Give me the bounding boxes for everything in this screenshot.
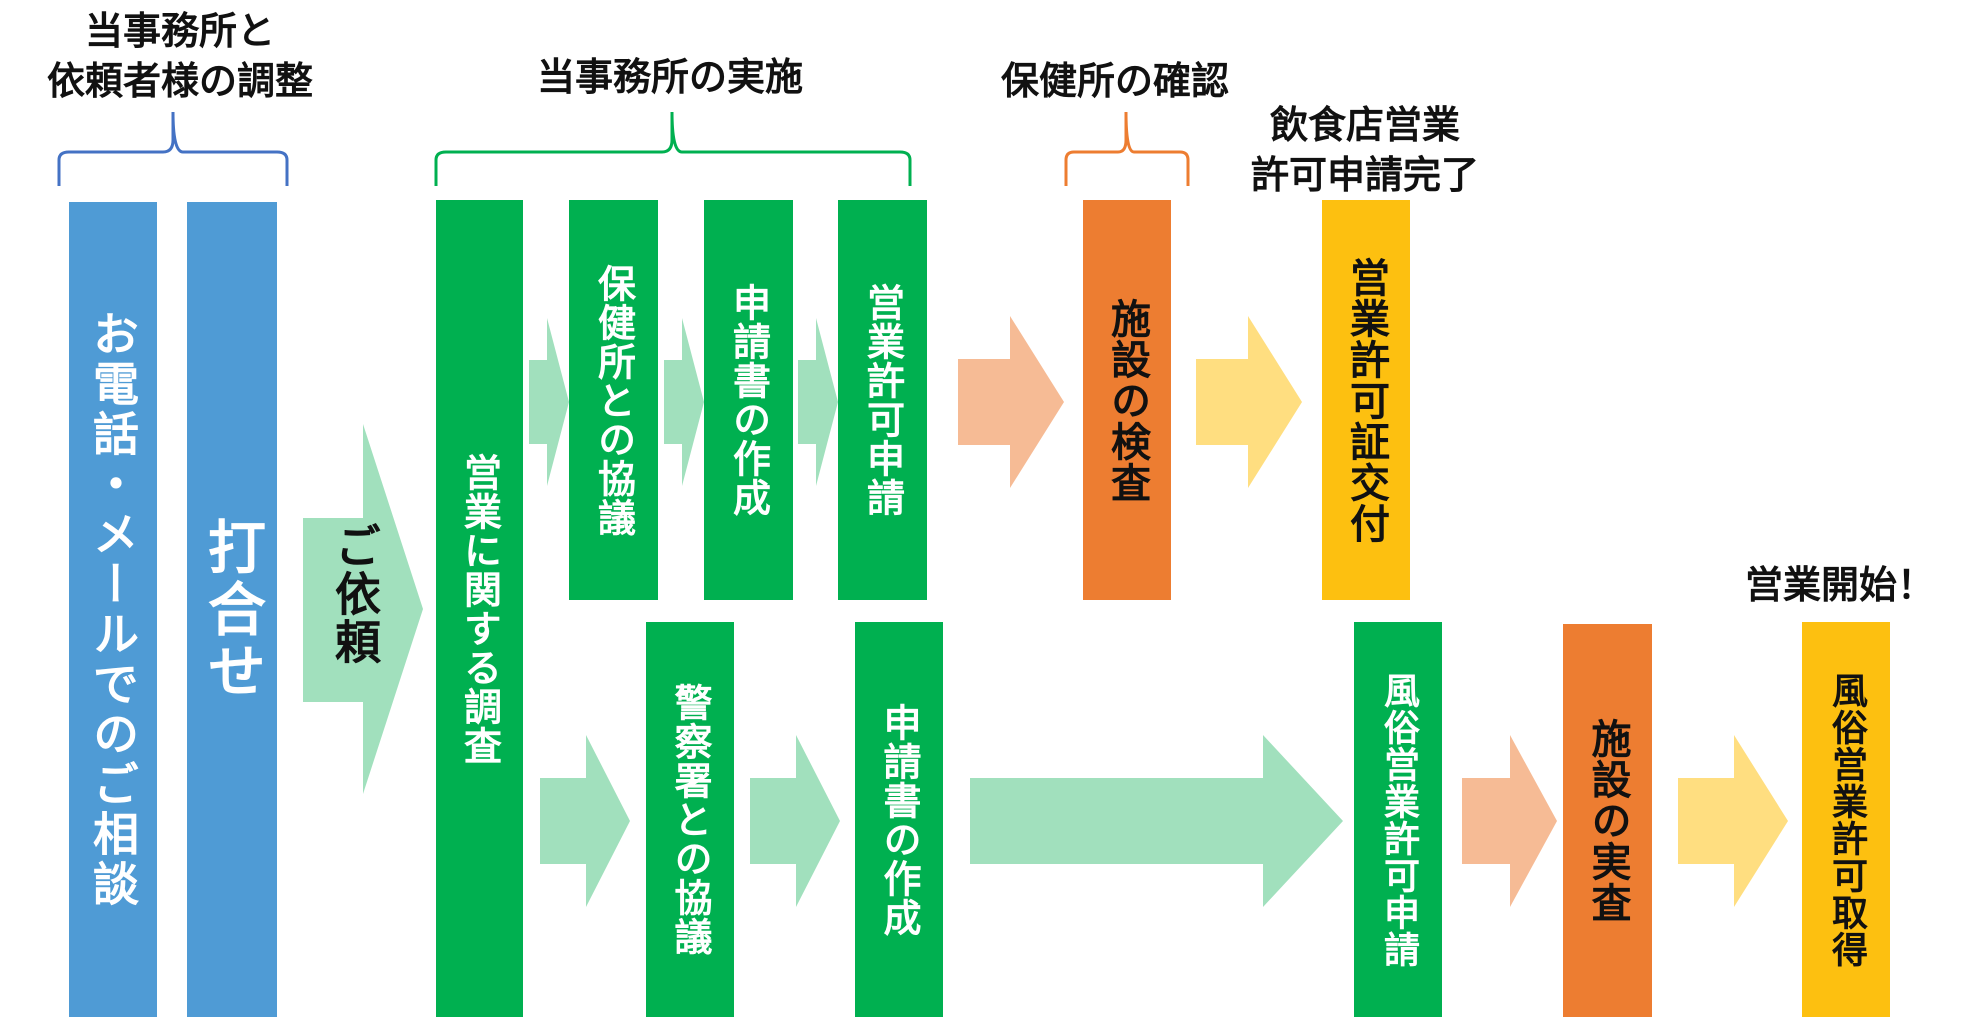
brace-health-center — [1064, 111, 1190, 186]
phone-mail-consultation-label: お電話・メールでのご相談 — [86, 309, 140, 910]
box-adult-entertainment-permit-application: 風俗営業許可申請 — [1354, 622, 1442, 1017]
arrow-request — [303, 424, 423, 794]
arrow-top-1 — [529, 318, 569, 486]
arrow-to-permit-issued — [1196, 316, 1302, 488]
header-health-center-check: 保健所の確認 — [1000, 59, 1229, 103]
header-coordination: 当事務所と 依頼者様の調整 — [20, 6, 340, 106]
arrow-to-adult-permit — [1678, 735, 1788, 907]
box-phone-mail-consultation: お電話・メールでのご相談 — [69, 202, 157, 1017]
facility-inspection-label: 施設の検査 — [1104, 297, 1150, 503]
box-police-consultation: 警察署との協議 — [646, 622, 734, 1017]
arrow-long-bottom — [970, 735, 1343, 907]
arrow-top-2 — [664, 318, 704, 486]
health-center-consultation-label: 保健所との協議 — [591, 263, 636, 537]
header-office-implementation: 当事務所の実施 — [536, 55, 803, 99]
header-coordination-line1: 当事務所と — [84, 9, 275, 53]
arrow-to-inspection — [958, 316, 1064, 488]
permit-issued-label: 営業許可証交付 — [1343, 256, 1389, 544]
box-facility-survey: 施設の実査 — [1563, 624, 1652, 1017]
box-business-permit-application: 営業許可申請 — [838, 200, 927, 600]
request-label: ご依頼 — [328, 522, 382, 666]
application-docs-bottom-label: 申請書の作成 — [877, 702, 921, 937]
arrow-bottom-2 — [750, 735, 840, 907]
brace-coordination — [57, 111, 289, 186]
arrow-to-facility-survey — [1462, 735, 1557, 907]
adult-permit-application-label: 風俗営業許可申請 — [1378, 671, 1419, 968]
box-adult-entertainment-permit-obtained: 風俗営業許可取得 — [1802, 622, 1890, 1017]
adult-permit-obtained-label: 風俗営業許可取得 — [1826, 671, 1867, 968]
box-facility-inspection: 施設の検査 — [1083, 200, 1171, 600]
header-restaurant-permit-complete: 飲食店営業 許可申請完了 — [1215, 100, 1515, 200]
application-docs-top-label: 申請書の作成 — [726, 283, 771, 517]
business-permit-application-label: 営業許可申請 — [860, 283, 905, 517]
arrow-top-3 — [798, 318, 838, 486]
facility-survey-label: 施設の実査 — [1584, 718, 1631, 923]
header-business-start: 営業開始！ — [1744, 563, 1935, 607]
business-survey-label: 営業に関する調査 — [457, 452, 502, 765]
box-permit-issued: 営業許可証交付 — [1322, 200, 1410, 600]
arrow-bottom-1 — [540, 735, 630, 907]
header-coordination-line2: 依頼者様の調整 — [46, 59, 313, 103]
box-application-docs-bottom: 申請書の作成 — [855, 622, 943, 1017]
header-restaurant-line2: 許可申請完了 — [1250, 153, 1479, 197]
brace-office — [434, 111, 912, 186]
box-business-survey: 営業に関する調査 — [436, 200, 523, 1017]
box-application-docs-top: 申請書の作成 — [704, 200, 793, 600]
header-restaurant-line1: 飲食店営業 — [1269, 103, 1460, 147]
box-health-center-consultation: 保健所との協議 — [569, 200, 658, 600]
police-consultation-label: 警察署との協議 — [668, 683, 712, 956]
meeting-label: 打合せ — [198, 516, 266, 703]
box-meeting: 打合せ — [187, 202, 277, 1017]
